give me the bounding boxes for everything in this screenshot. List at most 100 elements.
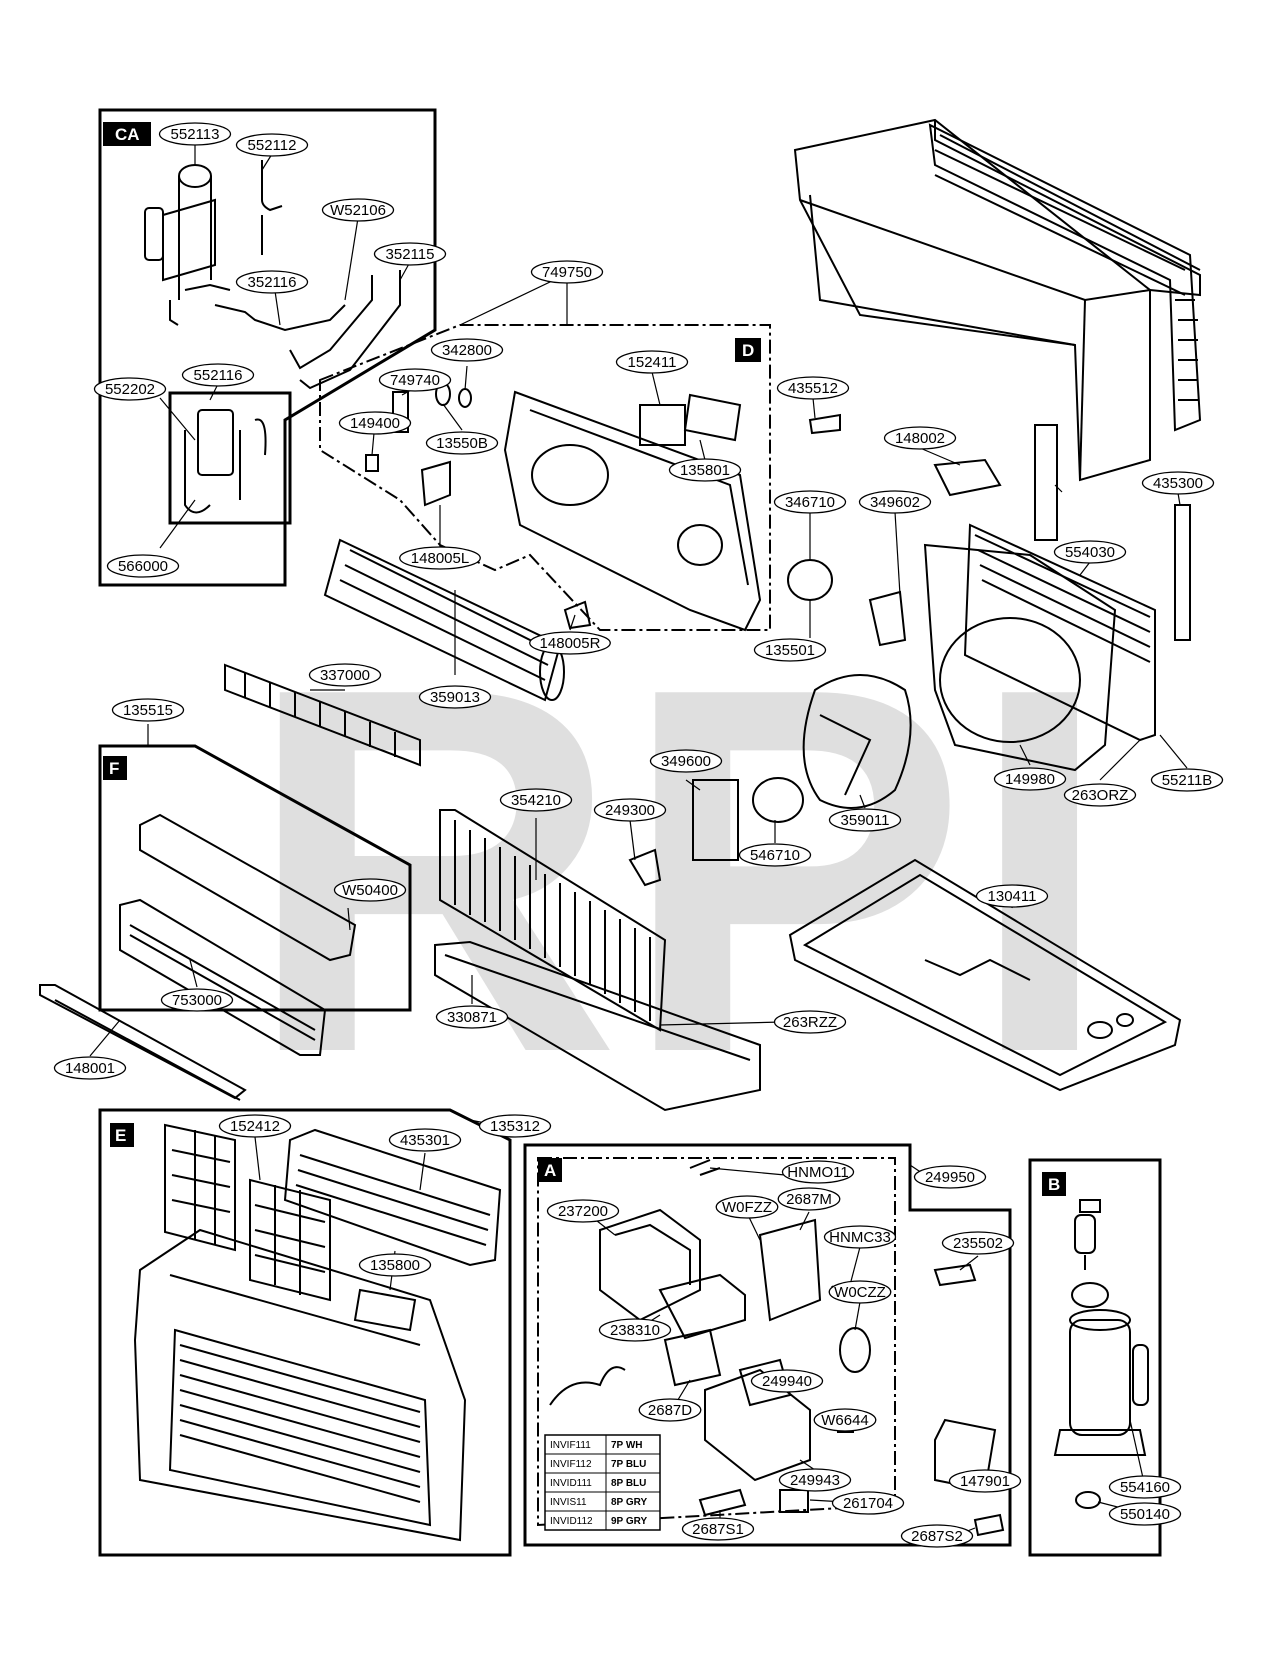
filter-152412a: [164, 1123, 236, 1252]
wire-code: INVIS11: [550, 1497, 587, 1508]
callout-152411: 152411: [615, 350, 689, 374]
ca-tubing: [144, 160, 401, 514]
callout-bubble: [1141, 471, 1215, 495]
callout-354210: 354210: [499, 788, 573, 812]
callout-bubble: [218, 1114, 292, 1138]
callout-147901: 147901: [948, 1469, 1022, 1493]
callout-bubble: [773, 490, 847, 514]
callout-238310: 238310: [598, 1318, 672, 1342]
callout-237200: 237200: [546, 1199, 620, 1223]
callout-349600: 349600: [649, 749, 723, 773]
watermark: RPI: [245, 580, 1112, 1161]
callout-435301: 435301: [388, 1128, 462, 1152]
section-b-label: B: [1048, 1175, 1060, 1194]
callout-261704: 261704: [831, 1491, 905, 1515]
fan-motor: [752, 777, 804, 823]
callout-labels: 552113552112W521063521153521165521165522…: [53, 122, 1224, 1548]
callout-346710: 346710: [773, 490, 847, 514]
callout-bubble: [993, 767, 1067, 791]
callout-2687s1: 2687S1: [681, 1517, 755, 1541]
callout-148005l: 148005L: [399, 546, 481, 570]
part-number: 2687M: [786, 1191, 832, 1208]
part-number: 235502: [953, 1235, 1003, 1252]
section-ca: CA: [98, 108, 437, 587]
part-number: 2687D: [648, 1402, 692, 1419]
section-e-tag: [110, 1123, 134, 1147]
section-f-tag: [103, 756, 127, 780]
callout-bubble: [1108, 1502, 1182, 1526]
section-e: E: [98, 1108, 512, 1557]
box-249943: [704, 1368, 811, 1482]
callout-753000: 753000: [160, 988, 234, 1012]
part-number: 359011: [841, 812, 890, 829]
callout-bubble: [435, 1005, 509, 1029]
door-135800: [353, 1288, 417, 1332]
callout-352116: 352116: [235, 270, 309, 294]
motor-bracket-349600: [692, 779, 739, 861]
part-number: 552112: [248, 137, 297, 154]
damper-w50400: [139, 813, 357, 962]
callout-546710: 546710: [738, 843, 812, 867]
callout-bubble: [388, 1128, 462, 1152]
part-number: 135312: [490, 1118, 540, 1135]
section-f-label: F: [109, 759, 119, 778]
part-number: 152411: [628, 354, 677, 371]
part-number: 263RZZ: [783, 1014, 837, 1031]
callout-bubble: [181, 363, 255, 387]
callout-235502: 235502: [941, 1231, 1015, 1255]
part-number: 149400: [350, 415, 400, 432]
part-number: 55211B: [1162, 772, 1213, 789]
part-number: 346710: [785, 494, 835, 511]
callout-130411: 130411: [975, 884, 1049, 908]
part-number: 152412: [230, 1118, 280, 1135]
callout-552116: 552116: [181, 363, 255, 387]
callout-359011: 359011: [828, 808, 902, 832]
callout-bubble: [776, 376, 850, 400]
part-number: 753000: [172, 992, 222, 1009]
part-number: 130411: [988, 888, 1037, 905]
callout-148002: 148002: [883, 426, 957, 450]
part-number: HNMO11: [787, 1164, 848, 1181]
callout-552113: 552113: [158, 122, 232, 146]
wire-code: INVID112: [550, 1516, 593, 1527]
callout-2687m: 2687M: [777, 1187, 841, 1211]
callout-135800: 135800: [358, 1253, 432, 1277]
part-number: 552116: [194, 367, 243, 384]
callout-2687s2: 2687S2: [900, 1524, 974, 1548]
callout-w0czz: W0CZZ: [828, 1280, 892, 1304]
control-box-237200: [599, 1208, 701, 1322]
callout-bubble: [638, 1398, 702, 1422]
callout-w0fzz: W0FZZ: [715, 1195, 779, 1219]
capacitor-W0CZZ: [839, 1327, 871, 1373]
callout-249300: 249300: [593, 798, 667, 822]
wire-spec: 7P WH: [611, 1440, 643, 1451]
callout-148005r: 148005R: [529, 631, 611, 655]
part-number: 554160: [1120, 1479, 1170, 1496]
callout-435300: 435300: [1141, 471, 1215, 495]
callout-bubble: [425, 431, 499, 455]
callout-bubble: [499, 788, 573, 812]
callout-bubble: [913, 1165, 987, 1189]
side-bracket-435300b: [1174, 504, 1191, 641]
outdoor-assembly: [628, 523, 1156, 887]
accumulator-554160: [1132, 1344, 1149, 1406]
part-number: 238310: [610, 1322, 660, 1339]
callout-749740: 749740: [378, 368, 452, 392]
callout-bubble: [321, 198, 395, 222]
callout-bubble: [546, 1199, 620, 1223]
fan-shroud: [923, 543, 1117, 772]
callout-bubble: [750, 1369, 824, 1393]
callout-149400: 149400: [338, 411, 412, 435]
part-number: 354210: [511, 792, 561, 809]
callout-bubble: [668, 458, 742, 482]
part-number: 552113: [171, 126, 220, 143]
callout-w52106: W52106: [321, 198, 395, 222]
pcb-2687S2: [973, 1513, 1005, 1537]
callout-bubble: [715, 1195, 779, 1219]
part-number: 554030: [1065, 544, 1115, 561]
part-number: 263ORZ: [1072, 787, 1129, 804]
wire-guard: [224, 663, 421, 767]
section-f: F: [98, 744, 412, 1056]
